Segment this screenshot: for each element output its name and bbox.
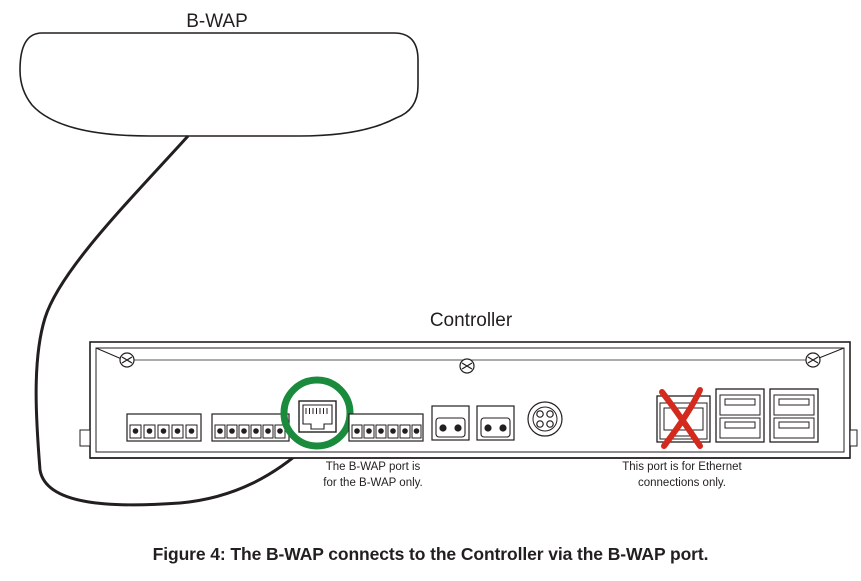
wap-port-note-line-2: for the B-WAP only. <box>323 477 423 489</box>
power-connector-2 <box>476 405 515 441</box>
power-connector-1 <box>431 405 470 441</box>
ethernet-port-cross <box>659 387 703 449</box>
wap-device <box>19 32 419 137</box>
ethernet-note-line-1: This port is for Ethernet <box>622 461 742 473</box>
wap-cable <box>34 134 310 507</box>
screw-right <box>805 352 821 368</box>
terminal-block-1 <box>126 413 202 442</box>
wap-port <box>298 400 337 433</box>
usb-ports-2 <box>769 388 819 443</box>
terminal-block-3 <box>348 413 424 442</box>
wap-port-note-line-1: The B-WAP port is <box>326 461 421 473</box>
round-connector <box>527 401 563 437</box>
wap-label: B-WAP <box>186 11 248 32</box>
screw-left <box>119 352 135 368</box>
controller-label: Controller <box>430 310 513 331</box>
screw-middle <box>459 358 475 374</box>
ethernet-note-line-2: connections only. <box>638 477 726 489</box>
wap-port-highlight-ring <box>280 376 354 450</box>
terminal-block-2 <box>211 413 290 442</box>
usb-ports-1 <box>715 388 765 443</box>
figure-caption: Figure 4: The B-WAP connects to the Cont… <box>152 544 709 564</box>
